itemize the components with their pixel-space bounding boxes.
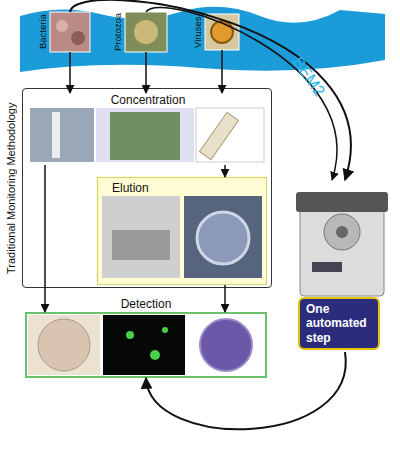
detection-photo	[28, 315, 100, 375]
stage-panel: Elution	[97, 177, 267, 285]
device-body	[300, 200, 384, 296]
flow-arrow	[221, 50, 223, 93]
node-title: Concentration	[29, 93, 267, 107]
device-screen	[312, 262, 342, 272]
node-title: One automated step	[298, 297, 380, 350]
photo-detail	[110, 112, 180, 160]
photo-detail	[71, 31, 85, 45]
filter-cartridge	[200, 112, 239, 159]
detection-photo	[103, 315, 185, 375]
flow-arrow	[146, 7, 337, 180]
node-title: Bacteria	[37, 12, 48, 52]
flow-arrow	[146, 352, 346, 429]
petri-dish	[38, 319, 90, 371]
device-rotor	[336, 226, 348, 238]
virus-photo	[205, 14, 239, 50]
flow-arrow	[44, 165, 46, 312]
water-band	[20, 7, 385, 72]
photo-detail	[150, 350, 160, 360]
plaque-plate	[200, 319, 252, 371]
stage-panel: Detection	[25, 312, 267, 378]
photo-detail	[134, 20, 158, 44]
flow-arrow	[224, 165, 226, 177]
concentration-photo	[196, 108, 264, 162]
node-title: Detection	[27, 297, 265, 311]
automated-device: One automated step	[288, 180, 392, 352]
device-rotor	[324, 214, 360, 250]
organism-photo: Viruses	[205, 14, 239, 50]
flow-arrow	[224, 285, 226, 312]
node-title: Viruses	[192, 14, 203, 50]
photo-detail	[211, 21, 233, 43]
flow-arrow	[70, 0, 351, 180]
node-title: Elution	[112, 181, 149, 195]
detection-photo	[188, 315, 264, 375]
photo-detail	[126, 331, 134, 339]
photo-detail	[52, 112, 60, 158]
photo-detail	[112, 230, 170, 260]
flow-arrow	[145, 52, 147, 93]
device-lid	[296, 192, 388, 212]
bacteria-photo	[50, 12, 90, 52]
concentration-photo	[30, 108, 94, 162]
elution-photo	[102, 196, 180, 278]
photo-detail	[162, 327, 168, 333]
photo-detail	[197, 212, 249, 264]
stage-band: Concentration	[29, 93, 267, 165]
photo-detail	[56, 20, 68, 32]
concentration-photo	[96, 108, 194, 162]
organism-photo: Protozoa	[125, 12, 167, 52]
node-title: Traditional Monitoring Methodology	[5, 89, 17, 287]
node-title: Protozoa	[112, 12, 123, 52]
elution-photo	[184, 196, 262, 278]
elution-panel	[96, 176, 266, 284]
organism-photo: Bacteria	[50, 12, 90, 52]
method-frame: Traditional Monitoring MethodologyConcen…	[22, 88, 272, 288]
flow-arrow	[69, 52, 71, 93]
protozoa-photo	[125, 12, 167, 52]
